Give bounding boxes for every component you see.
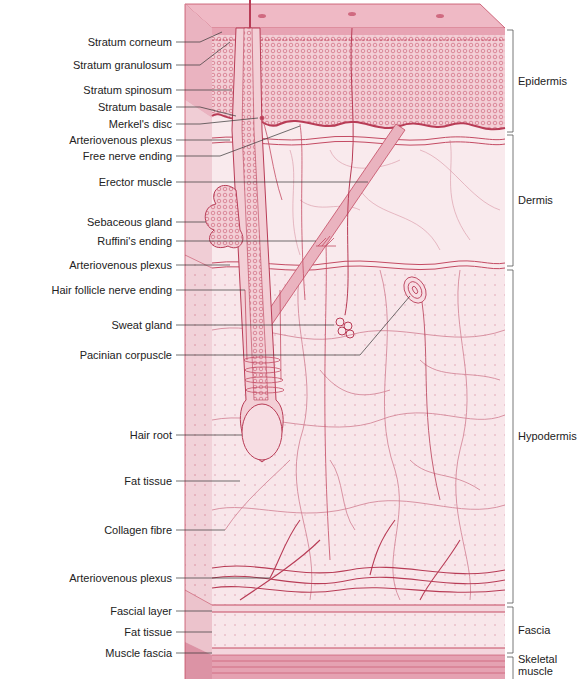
part-label: Arteriovenous plexus <box>68 572 173 584</box>
part-label: Stratum granulosum <box>72 59 173 71</box>
arteriovenous-plexus <box>212 520 505 600</box>
part-label: Erector muscle <box>98 176 173 188</box>
layer-label: Dermis <box>517 194 581 206</box>
skin-surface <box>185 4 505 28</box>
ruffini-ending <box>316 236 336 560</box>
part-label: Ruffini's ending <box>96 235 173 247</box>
part-label: Sweat gland <box>110 319 173 331</box>
part-label: Hair follicle nerve ending <box>51 284 173 296</box>
fascia-layer <box>212 605 505 655</box>
nerve-fibres <box>260 116 305 300</box>
pore <box>258 14 266 18</box>
hair-follicle-nerve <box>244 290 284 393</box>
hypodermis-layer <box>212 28 505 679</box>
part-label: Merkel's disc <box>108 118 173 130</box>
part-label: Arteriovenous plexus <box>68 134 173 146</box>
part-label: Stratum corneum <box>87 36 173 48</box>
layer-label: Epidermis <box>517 75 581 87</box>
part-label: Free nerve ending <box>82 150 173 162</box>
part-label: Hair root <box>129 429 173 441</box>
layer-bracket <box>507 30 513 679</box>
leader-line <box>176 32 410 653</box>
part-label: Stratum basale <box>97 101 173 113</box>
fascia-fat <box>212 612 505 648</box>
part-label: Muscle fascia <box>104 647 173 659</box>
pore <box>348 12 356 16</box>
sebaceous-gland <box>205 185 243 247</box>
layer-label: Fascia <box>517 624 581 636</box>
muscle-fibres <box>212 655 505 673</box>
part-label: Pacinian corpuscle <box>79 349 173 361</box>
part-label: Fat tissue <box>123 475 173 487</box>
part-label: Fascial layer <box>109 605 173 617</box>
part-label: Fat tissue <box>123 626 173 638</box>
part-label: Sebaceous gland <box>86 216 173 228</box>
layer-label: Hypodermis <box>517 430 581 442</box>
part-label: Collagen fibre <box>103 524 173 536</box>
erector-muscle <box>255 124 405 336</box>
pacinian-corpuscle <box>399 273 440 500</box>
part-label: Stratum spinosum <box>82 84 173 96</box>
part-label: Arteriovenous plexus <box>68 259 173 271</box>
skeletal-muscle <box>212 655 505 679</box>
sweat-gland <box>336 28 354 338</box>
pore <box>436 14 444 18</box>
layer-label: Skeletal muscle <box>517 653 581 677</box>
